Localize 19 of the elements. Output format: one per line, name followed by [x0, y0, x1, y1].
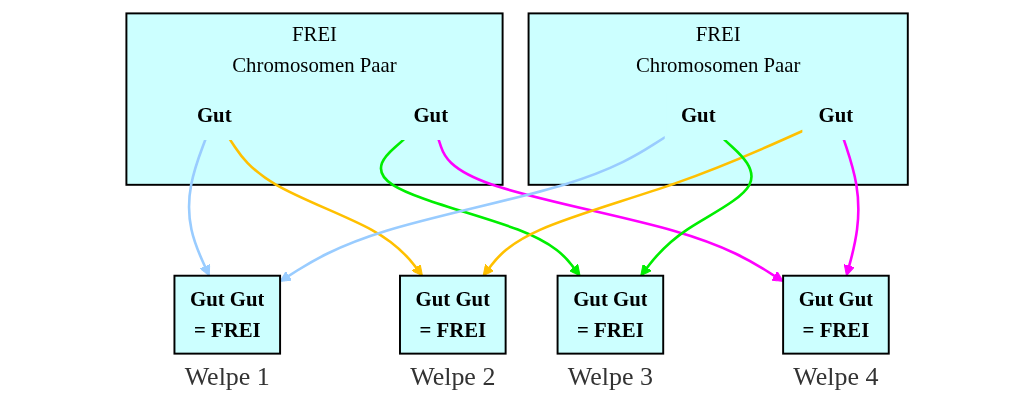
node-box: Gut Gut = FREI	[399, 274, 507, 355]
node-box: Gut Gut = FREI	[173, 274, 282, 355]
arrow	[842, 138, 861, 276]
arrow	[188, 138, 211, 276]
arrow	[380, 137, 581, 276]
node-text: Gut	[413, 103, 449, 126]
node-caption: Welpe 2	[410, 361, 496, 391]
node-box: Gut Gut = FREI	[557, 274, 665, 355]
node-text: Gut	[197, 103, 232, 126]
arrow	[279, 135, 667, 282]
arrow	[640, 137, 754, 276]
arrow	[229, 138, 424, 276]
node-text: Gut	[681, 103, 716, 126]
node-caption: Welpe 4	[793, 361, 879, 391]
node-text: Gut	[819, 103, 854, 126]
node-caption: Welpe 3	[568, 361, 654, 391]
node-box: Gut Gut = FREI	[782, 274, 891, 355]
arrow	[483, 129, 804, 276]
node-caption: Welpe 1	[185, 361, 271, 391]
